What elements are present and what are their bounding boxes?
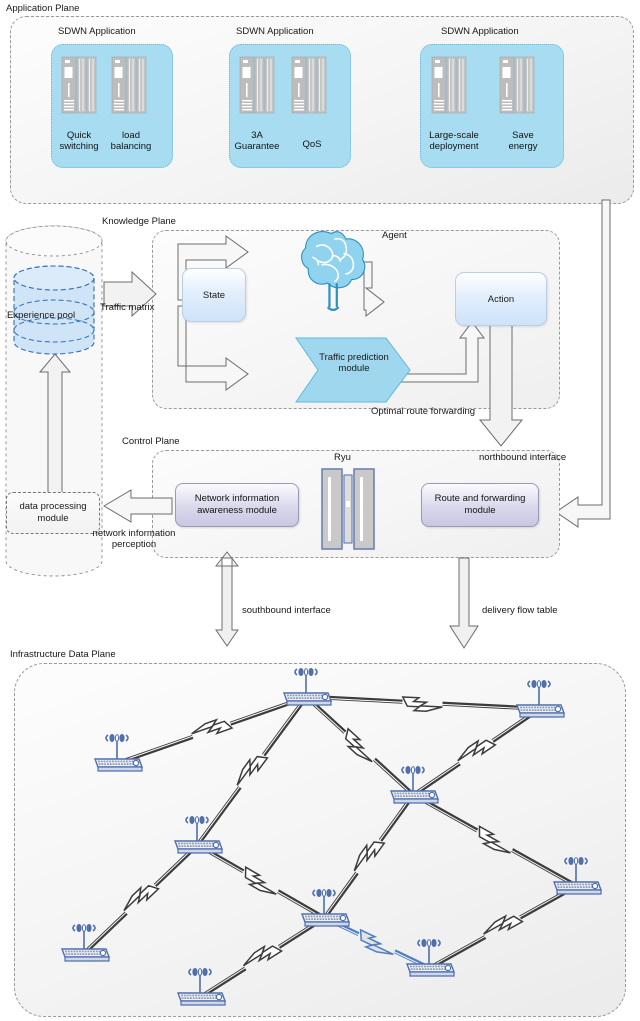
ryu-label: Ryu bbox=[334, 452, 351, 463]
app-label-qos: QoS bbox=[302, 139, 322, 150]
optimal-route-forwarding-label: Optimal route forwarding bbox=[371, 406, 476, 417]
app-group-heading-1: SDWN Application bbox=[58, 26, 136, 37]
wireless-router-node[interactable] bbox=[60, 924, 111, 962]
app-label-3a-guarantee: 3A Guarantee bbox=[234, 130, 280, 153]
action-box: Action bbox=[455, 272, 547, 326]
wireless-router-node[interactable] bbox=[300, 889, 351, 927]
wireless-link bbox=[195, 695, 308, 847]
control-plane-title: Control Plane bbox=[122, 436, 180, 447]
network-awareness-module-box: Network information awareness module bbox=[175, 483, 299, 527]
application-plane-title: Application Plane bbox=[6, 3, 80, 14]
traffic-prediction-label: Traffic prediction module bbox=[319, 352, 389, 375]
app-label-load-balancing: load balancing bbox=[110, 130, 152, 153]
wireless-link bbox=[304, 695, 415, 797]
app-label-large-scale-deployment: Large-scale deployment bbox=[429, 130, 479, 153]
wireless-router-node[interactable] bbox=[552, 857, 603, 895]
southbound-interface-label: southbound interface bbox=[242, 605, 331, 616]
app-group-heading-3: SDWN Application bbox=[441, 26, 519, 37]
northbound-interface-label: northbound interface bbox=[479, 452, 567, 463]
wireless-link bbox=[116, 695, 307, 766]
wireless-router-node[interactable] bbox=[173, 816, 224, 854]
experience-pool-label: Experience pool bbox=[7, 310, 76, 321]
agent-label: Agent bbox=[382, 230, 407, 241]
wireless-router-node[interactable] bbox=[405, 939, 456, 977]
wireless-link bbox=[322, 793, 415, 920]
action-label: Action bbox=[487, 293, 515, 305]
data-processing-module-box: data processing module bbox=[6, 492, 100, 534]
app-label-save-energy: Save energy bbox=[508, 130, 538, 153]
wireless-link bbox=[305, 694, 540, 712]
route-forwarding-module-label: Route and forwarding module bbox=[434, 493, 526, 516]
wireless-link bbox=[196, 842, 326, 920]
wireless-router-node[interactable] bbox=[282, 668, 333, 706]
knowledge-plane-title: Knowledge Plane bbox=[102, 216, 176, 227]
state-box: State bbox=[182, 268, 246, 322]
delivery-flow-table-label: delivery flow table bbox=[482, 605, 558, 616]
app-group-heading-2: SDWN Application bbox=[236, 26, 314, 37]
network-awareness-module-label: Network information awareness module bbox=[194, 493, 280, 516]
infrastructure-plane-title: Infrastructure Data Plane bbox=[10, 649, 116, 660]
data-processing-module-label: data processing module bbox=[19, 501, 87, 524]
wireless-link bbox=[412, 707, 541, 797]
wireless-router-node[interactable] bbox=[389, 766, 440, 804]
wireless-router-node[interactable] bbox=[176, 968, 227, 1006]
experience-pool-cylinder bbox=[13, 265, 95, 355]
route-forwarding-module-box: Route and forwarding module bbox=[421, 483, 539, 527]
wireless-router-node[interactable] bbox=[515, 680, 566, 718]
wireless-router-node[interactable] bbox=[93, 734, 144, 772]
wireless-link bbox=[412, 792, 578, 888]
app-label-quick-switching: Quick switching bbox=[59, 130, 99, 153]
traffic-matrix-label: Traffic matrix bbox=[100, 302, 155, 313]
network-perception-label: network information perception bbox=[92, 528, 176, 551]
state-label: State bbox=[202, 289, 226, 301]
wireless-link bbox=[428, 884, 578, 971]
wireless-link bbox=[199, 916, 326, 1000]
wireless-link bbox=[82, 843, 199, 955]
